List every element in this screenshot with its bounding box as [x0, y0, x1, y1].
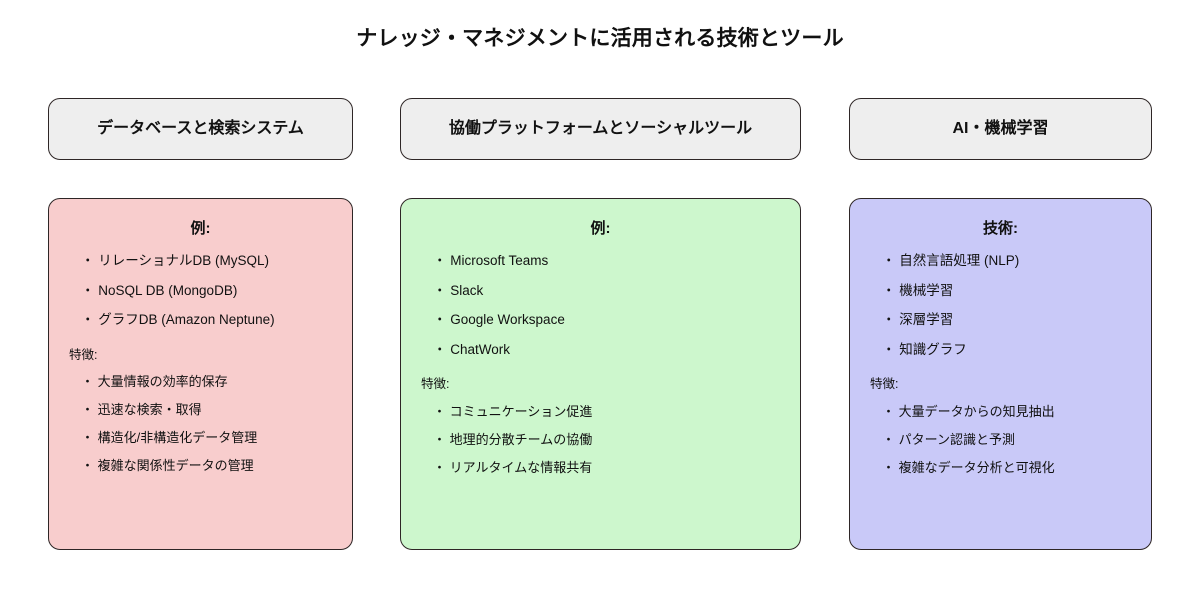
bullet-glyph: ・: [81, 374, 95, 389]
list-item-label: コミュニケーション促進: [449, 403, 593, 419]
bullet-glyph: ・: [882, 341, 896, 357]
bullet-glyph: ・: [433, 431, 447, 447]
list-item-label: 知識グラフ: [899, 341, 967, 357]
list-item: ・ 複雑な関係性データの管理: [67, 459, 334, 472]
examples-list: ・ Microsoft Teams ・ Slack ・ Google Works…: [419, 254, 782, 356]
bullet-glyph: ・: [81, 430, 95, 445]
bullet-glyph: ・: [433, 459, 447, 475]
column-database-search: データベースと検索システム 例: ・ リレーショナルDB (MySQL) ・ N…: [48, 98, 353, 550]
list-item: ・ 自然言語処理 (NLP): [868, 254, 1133, 268]
features-list: ・ 大量データからの知見抽出 ・ パターン認識と予測 ・ 複雑なデータ分析と可視…: [868, 405, 1133, 474]
bullet-glyph: ・: [433, 312, 447, 327]
list-item: ・ 構造化/非構造化データ管理: [67, 431, 334, 444]
list-item-label: NoSQL DB (MongoDB): [98, 282, 238, 298]
bullet-glyph: ・: [882, 459, 896, 475]
list-item: ・ 大量データからの知見抽出: [868, 405, 1133, 418]
header-box-ai-machine-learning[interactable]: AI・機械学習: [849, 98, 1152, 160]
list-item-label: 深層学習: [899, 312, 954, 327]
list-item-label: Microsoft Teams: [450, 253, 549, 268]
list-item: ・ 深層学習: [868, 313, 1133, 327]
features-list: ・ コミュニケーション促進 ・ 地理的分散チームの協働 ・ リアルタイムな情報共…: [419, 405, 782, 474]
list-item: ・ ChatWork: [419, 341, 782, 357]
columns-container: データベースと検索システム 例: ・ リレーショナルDB (MySQL) ・ N…: [48, 98, 1152, 558]
bullet-glyph: ・: [433, 253, 447, 268]
features-section: 特徴: ・ コミュニケーション促進 ・ 地理的分散チームの協働 ・ リアルタイム…: [419, 356, 782, 489]
features-section: 特徴: ・ 大量情報の効率的保存 ・ 迅速な検索・取得 ・ 構造化/非構造化デー…: [67, 327, 334, 488]
bullet-glyph: ・: [81, 402, 95, 417]
column-collaboration-social: 協働プラットフォームとソーシャルツール 例: ・ Microsoft Teams…: [400, 98, 801, 550]
list-item-label: 構造化/非構造化データ管理: [97, 430, 258, 445]
examples-list: ・ リレーショナルDB (MySQL) ・ NoSQL DB (MongoDB)…: [67, 254, 334, 327]
list-item: ・ 迅速な検索・取得: [67, 403, 334, 416]
bullet-glyph: ・: [882, 312, 896, 327]
features-list: ・ 大量情報の効率的保存 ・ 迅速な検索・取得 ・ 構造化/非構造化データ管理 …: [67, 375, 334, 472]
list-item-label: パターン認識と予測: [898, 431, 1015, 447]
header-box-database-search[interactable]: データベースと検索システム: [48, 98, 353, 160]
list-item-label: グラフDB (Amazon Neptune): [98, 312, 275, 327]
bullet-glyph: ・: [81, 253, 95, 268]
column-spacer: [48, 160, 353, 198]
list-item-label: 地理的分散チームの協働: [449, 431, 593, 447]
list-item: ・ 知識グラフ: [868, 341, 1133, 357]
bullet-glyph: ・: [882, 431, 896, 447]
content-card-ai-machine-learning: 技術: ・ 自然言語処理 (NLP) ・ 機械学習 ・ 深層学習 ・ 知識グラフ…: [849, 198, 1152, 550]
page-title: ナレッジ・マネジメントに活用される技術とツール: [356, 27, 844, 50]
list-item: ・ Slack: [419, 282, 782, 298]
list-item-label: リレーショナルDB (MySQL): [98, 253, 269, 268]
bullet-glyph: ・: [882, 403, 896, 419]
bullet-glyph: ・: [882, 253, 896, 268]
list-item: ・ Google Workspace: [419, 313, 782, 327]
list-item: ・ 大量情報の効率的保存: [67, 375, 334, 388]
list-item: ・ リアルタイムな情報共有: [419, 461, 782, 474]
card-heading-examples: 例:: [190, 220, 211, 237]
card-heading-technologies: 技術:: [983, 220, 1018, 237]
column-spacer: [849, 160, 1152, 198]
list-item-label: 複雑な関係性データの管理: [97, 458, 254, 473]
header-label: 協働プラットフォームとソーシャルツール: [448, 120, 753, 138]
bullet-glyph: ・: [433, 403, 447, 419]
bullet-glyph: ・: [882, 282, 896, 298]
list-item: ・ 複雑なデータ分析と可視化: [868, 461, 1133, 474]
list-item-label: 機械学習: [899, 282, 954, 298]
column-ai-machine-learning: AI・機械学習 技術: ・ 自然言語処理 (NLP) ・ 機械学習 ・ 深層学習…: [849, 98, 1152, 550]
list-item: ・ Microsoft Teams: [419, 254, 782, 268]
list-item-label: 大量情報の効率的保存: [97, 374, 228, 389]
bullet-glyph: ・: [433, 282, 447, 298]
column-spacer: [400, 160, 801, 198]
list-item-label: 自然言語処理 (NLP): [899, 253, 1020, 268]
list-item: ・ グラフDB (Amazon Neptune): [67, 313, 334, 327]
list-item: ・ 機械学習: [868, 282, 1133, 298]
features-section: 特徴: ・ 大量データからの知見抽出 ・ パターン認識と予測 ・ 複雑なデータ分…: [868, 356, 1133, 489]
content-card-database-search: 例: ・ リレーショナルDB (MySQL) ・ NoSQL DB (Mongo…: [48, 198, 353, 550]
list-item: ・ リレーショナルDB (MySQL): [67, 254, 334, 268]
list-item-label: 複雑なデータ分析と可視化: [898, 459, 1055, 475]
list-item-label: Google Workspace: [450, 312, 565, 327]
list-item: ・ NoSQL DB (MongoDB): [67, 282, 334, 298]
features-heading: 特徴:: [870, 377, 899, 391]
header-label: AI・機械学習: [952, 120, 1049, 138]
list-item-label: リアルタイムな情報共有: [449, 459, 593, 475]
list-item-label: 大量データからの知見抽出: [898, 403, 1055, 419]
bullet-glyph: ・: [81, 312, 95, 327]
header-label: データベースと検索システム: [97, 120, 304, 138]
features-heading: 特徴:: [69, 347, 98, 362]
header-box-collaboration-social[interactable]: 協働プラットフォームとソーシャルツール: [400, 98, 801, 160]
technologies-list: ・ 自然言語処理 (NLP) ・ 機械学習 ・ 深層学習 ・ 知識グラフ: [868, 254, 1133, 356]
features-heading: 特徴:: [421, 377, 450, 391]
card-heading-examples: 例:: [590, 220, 611, 237]
list-item-label: Slack: [450, 282, 484, 298]
list-item-label: ChatWork: [450, 341, 511, 357]
list-item: ・ コミュニケーション促進: [419, 405, 782, 418]
bullet-glyph: ・: [81, 458, 95, 473]
content-card-collaboration-social: 例: ・ Microsoft Teams ・ Slack ・ Google Wo…: [400, 198, 801, 550]
list-item: ・ パターン認識と予測: [868, 433, 1133, 446]
list-item-label: 迅速な検索・取得: [97, 402, 202, 417]
bullet-glyph: ・: [81, 282, 95, 298]
list-item: ・ 地理的分散チームの協働: [419, 433, 782, 446]
bullet-glyph: ・: [433, 341, 447, 357]
